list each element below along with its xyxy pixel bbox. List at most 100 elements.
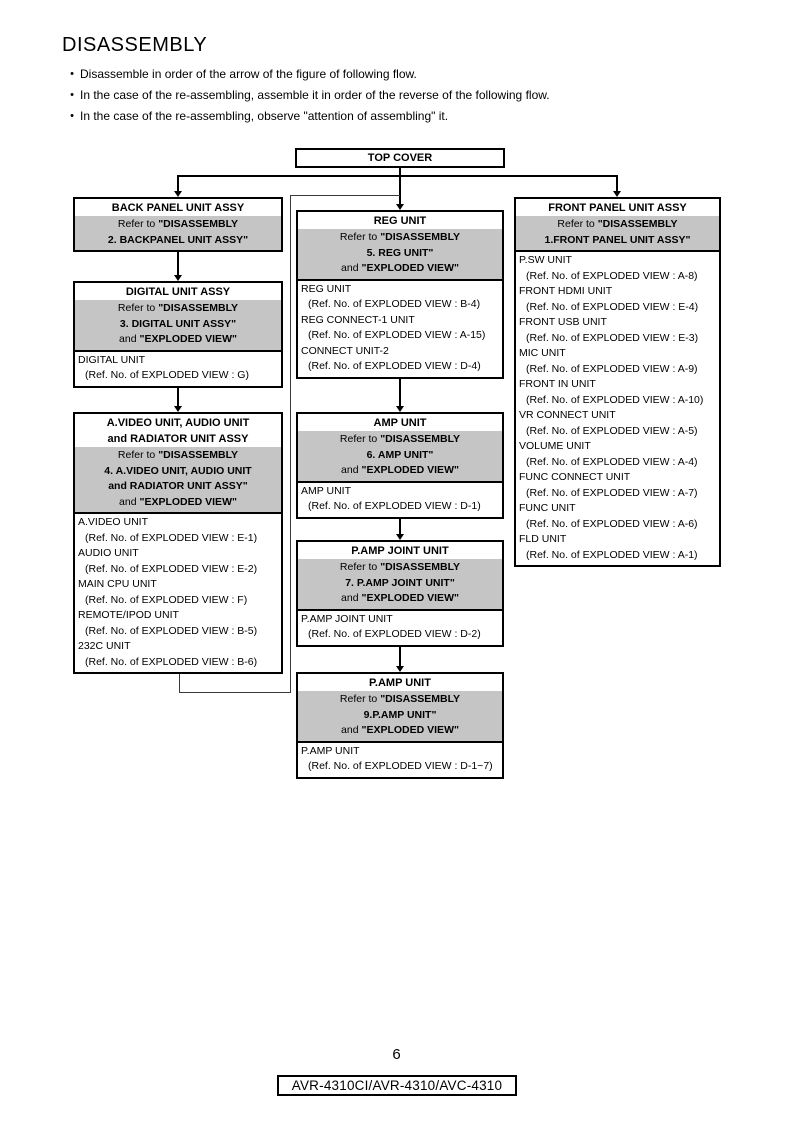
bullet-dot-icon: • bbox=[70, 68, 74, 80]
arrowhead-avideo bbox=[174, 406, 182, 412]
flow-box-amp: AMP UNIT Refer to "DISASSEMBLY 6. AMP UN… bbox=[296, 412, 504, 519]
refer-line: 5. REG UNIT" bbox=[366, 246, 434, 259]
unit-item-name: FRONT USB UNIT bbox=[519, 316, 607, 328]
box-list-section: DIGITAL UNIT (Ref. No. of EXPLODED VIEW … bbox=[75, 349, 281, 386]
unit-item-ref: (Ref. No. of EXPLODED VIEW : B-4) bbox=[308, 298, 481, 310]
flow-box-back-panel: BACK PANEL UNIT ASSY Refer to "DISASSEMB… bbox=[73, 197, 283, 252]
connector-drop-right bbox=[616, 175, 618, 192]
connector-drop-left bbox=[177, 175, 179, 192]
refer-line: and "EXPLODED VIEW" bbox=[341, 464, 459, 476]
unit-title: TOP COVER bbox=[367, 152, 433, 164]
connector-pampjoint-pamp bbox=[399, 645, 401, 666]
box-refer-section: Refer to "DISASSEMBLY 1.FRONT PANEL UNIT… bbox=[516, 216, 719, 250]
unit-item-name: MAIN CPU UNIT bbox=[78, 578, 157, 590]
unit-item-ref: (Ref. No. of EXPLODED VIEW : A-9) bbox=[526, 362, 698, 375]
unit-item-name: DIGITAL UNIT bbox=[78, 353, 146, 366]
return-path-horizontal-top bbox=[290, 195, 400, 196]
unit-title: REG UNIT bbox=[373, 215, 427, 227]
refer-line: 7. P.AMP JOINT UNIT" bbox=[345, 576, 455, 589]
refer-line: Refer to "DISASSEMBLY bbox=[339, 561, 461, 573]
flow-box-top-cover: TOP COVER bbox=[295, 148, 505, 168]
unit-title: A.VIDEO UNIT, AUDIO UNIT bbox=[106, 417, 250, 429]
box-title-section: AMP UNIT bbox=[298, 414, 502, 431]
unit-item-name: CONNECT UNIT-2 bbox=[301, 344, 389, 357]
unit-item-ref: (Ref. No. of EXPLODED VIEW : D-1~7) bbox=[308, 760, 493, 772]
unit-item-name: P.SW UNIT bbox=[519, 254, 572, 266]
box-refer-section: Refer to "DISASSEMBLY 3. DIGITAL UNIT AS… bbox=[75, 300, 281, 350]
connector-main-horizontal bbox=[177, 175, 618, 177]
unit-item-name: AMP UNIT bbox=[301, 484, 351, 497]
box-title-section: DIGITAL UNIT ASSY bbox=[75, 283, 281, 300]
unit-title: P.AMP JOINT UNIT bbox=[351, 545, 449, 557]
unit-item-name: MIC UNIT bbox=[519, 347, 566, 359]
box-refer-section: Refer to "DISASSEMBLY 5. REG UNIT" and "… bbox=[298, 229, 502, 279]
unit-title: BACK PANEL UNIT ASSY bbox=[111, 202, 245, 214]
return-path-vertical-mid bbox=[290, 195, 291, 693]
unit-item-ref: (Ref. No. of EXPLODED VIEW : G) bbox=[85, 369, 249, 381]
return-path-vertical-left bbox=[179, 674, 180, 693]
bullet-text: In the case of the re-assembling, assemb… bbox=[80, 88, 550, 102]
unit-item-ref: (Ref. No. of EXPLODED VIEW : A-1) bbox=[526, 548, 698, 561]
return-path-horizontal-bottom bbox=[179, 692, 291, 693]
connector-reg-amp bbox=[399, 378, 401, 406]
unit-item-ref: (Ref. No. of EXPLODED VIEW : E-1) bbox=[85, 531, 258, 544]
bullet-dot-icon: • bbox=[70, 89, 74, 101]
connector-topcover-stem bbox=[399, 166, 401, 176]
arrowhead-amp bbox=[396, 406, 404, 412]
unit-item-ref: (Ref. No. of EXPLODED VIEW : A-6) bbox=[526, 517, 698, 530]
box-title-section: A.VIDEO UNIT, AUDIO UNIT and RADIATOR UN… bbox=[75, 414, 281, 447]
box-list-section: P.AMP UNIT (Ref. No. of EXPLODED VIEW : … bbox=[298, 740, 502, 777]
unit-item-ref: (Ref. No. of EXPLODED VIEW : A-4) bbox=[526, 455, 698, 468]
refer-line: and RADIATOR UNIT ASSY" bbox=[108, 480, 248, 492]
unit-title: P.AMP UNIT bbox=[369, 677, 431, 689]
page-title: DISASSEMBLY bbox=[62, 34, 208, 56]
box-refer-section: Refer to "DISASSEMBLY 9.P.AMP UNIT" and … bbox=[298, 691, 502, 741]
unit-item-name: A.VIDEO UNIT bbox=[78, 516, 149, 528]
model-name-box: AVR-4310CI/AVR-4310/AVC-4310 bbox=[277, 1075, 517, 1096]
refer-line: Refer to "DISASSEMBLY bbox=[117, 218, 239, 230]
page-number: 6 bbox=[392, 1046, 401, 1063]
unit-item-ref: (Ref. No. of EXPLODED VIEW : E-3) bbox=[526, 331, 699, 344]
connector-backpanel-digital bbox=[177, 252, 179, 275]
unit-item-ref: (Ref. No. of EXPLODED VIEW : B-5) bbox=[85, 624, 258, 637]
box-title-section: P.AMP UNIT bbox=[298, 674, 502, 691]
refer-line: Refer to "DISASSEMBLY bbox=[557, 218, 678, 230]
refer-line: Refer to "DISASSEMBLY bbox=[339, 231, 461, 243]
arrowhead-reg-unit bbox=[396, 204, 404, 210]
arrowhead-back-panel bbox=[174, 191, 182, 197]
refer-line: and "EXPLODED VIEW" bbox=[119, 333, 237, 345]
box-list-section: A.VIDEO UNIT (Ref. No. of EXPLODED VIEW … bbox=[75, 512, 281, 672]
flow-box-avideo: A.VIDEO UNIT, AUDIO UNIT and RADIATOR UN… bbox=[73, 412, 283, 674]
box-title-section: P.AMP JOINT UNIT bbox=[298, 542, 502, 559]
unit-item-name: FLD UNIT bbox=[519, 533, 567, 545]
box-title-section: BACK PANEL UNIT ASSY bbox=[75, 199, 281, 216]
unit-item-name: P.AMP UNIT bbox=[301, 744, 360, 757]
unit-item-ref: (Ref. No. of EXPLODED VIEW : D-4) bbox=[308, 360, 481, 372]
box-list-section: AMP UNIT (Ref. No. of EXPLODED VIEW : D-… bbox=[298, 480, 502, 517]
refer-line: 3. DIGITAL UNIT ASSY" bbox=[119, 317, 237, 330]
unit-item-ref: (Ref. No. of EXPLODED VIEW : D-1) bbox=[308, 500, 481, 512]
bullet-item: • In the case of the re-assembling, asse… bbox=[64, 85, 724, 106]
refer-line: 6. AMP UNIT" bbox=[366, 448, 434, 461]
flow-box-pamp: P.AMP UNIT Refer to "DISASSEMBLY 9.P.AMP… bbox=[296, 672, 504, 779]
refer-line: Refer to "DISASSEMBLY bbox=[339, 433, 461, 445]
refer-line: 2. BACKPANEL UNIT ASSY" bbox=[107, 233, 249, 246]
unit-title: DIGITAL UNIT ASSY bbox=[125, 286, 231, 298]
bullet-text: Disassemble in order of the arrow of the… bbox=[80, 67, 417, 81]
unit-item-name: REG UNIT bbox=[301, 282, 352, 295]
unit-item-name: VOLUME UNIT bbox=[519, 440, 591, 452]
unit-title: AMP UNIT bbox=[373, 417, 427, 429]
arrowhead-front-panel bbox=[613, 191, 621, 197]
box-list-section: P.AMP JOINT UNIT (Ref. No. of EXPLODED V… bbox=[298, 608, 502, 645]
refer-line: and "EXPLODED VIEW" bbox=[341, 724, 459, 736]
box-refer-section: Refer to "DISASSEMBLY 4. A.VIDEO UNIT, A… bbox=[75, 447, 281, 512]
bullet-item: • In the case of the re-assembling, obse… bbox=[64, 106, 724, 127]
refer-line: and "EXPLODED VIEW" bbox=[341, 262, 459, 274]
refer-line: 9.P.AMP UNIT" bbox=[363, 708, 437, 721]
unit-item-ref: (Ref. No. of EXPLODED VIEW : E-2) bbox=[85, 562, 258, 575]
unit-item-name: AUDIO UNIT bbox=[78, 547, 139, 559]
box-refer-section: Refer to "DISASSEMBLY 6. AMP UNIT" and "… bbox=[298, 431, 502, 481]
unit-item-ref: (Ref. No. of EXPLODED VIEW : E-4) bbox=[526, 300, 699, 313]
box-title-section: FRONT PANEL UNIT ASSY bbox=[516, 199, 719, 216]
flow-box-front-panel: FRONT PANEL UNIT ASSY Refer to "DISASSEM… bbox=[514, 197, 721, 567]
